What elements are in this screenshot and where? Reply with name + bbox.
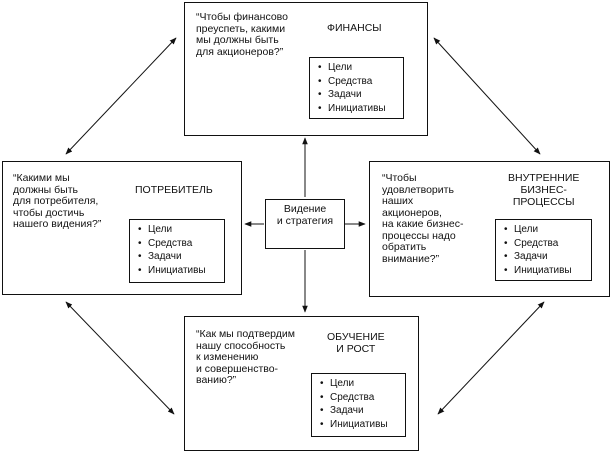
- list-item: Инициативы: [138, 264, 220, 278]
- list-item: Задачи: [318, 88, 399, 102]
- arrow-finance-internal: [433, 37, 541, 155]
- finance-box: “Чтобы финансово преуспеть, какими мы до…: [184, 2, 428, 136]
- list-item: Инициативы: [320, 418, 401, 432]
- list-item: Цели: [504, 223, 587, 237]
- arrow-finance-customer: [65, 37, 177, 155]
- list-item: Инициативы: [318, 102, 399, 116]
- list-item: Инициативы: [504, 264, 587, 278]
- list-item: Задачи: [320, 404, 401, 418]
- internal-processes-box: “Чтобы удовлетворить наших акционеров, н…: [369, 161, 610, 297]
- vision-strategy-box: Видение и стратегия: [265, 199, 345, 249]
- list-item: Средства: [318, 75, 399, 89]
- customer-box: “Какими мы должны быть для потребителя, …: [2, 161, 242, 295]
- list-item: Средства: [138, 237, 220, 251]
- learning-title: ОБУЧЕНИЕ И РОСТ: [327, 331, 385, 355]
- finance-question: “Чтобы финансово преуспеть, какими мы до…: [196, 11, 288, 58]
- finance-list: Цели Средства Задачи Инициативы: [309, 57, 404, 119]
- arrow-customer-learning: [65, 301, 175, 415]
- learning-question: “Как мы подтвердим нашу способность к из…: [196, 328, 295, 386]
- customer-question: “Какими мы должны быть для потребителя, …: [13, 172, 102, 230]
- list-item: Цели: [318, 61, 399, 75]
- learning-list: Цели Средства Задачи Инициативы: [311, 373, 406, 437]
- learning-growth-box: “Как мы подтвердим нашу способность к из…: [184, 316, 419, 451]
- list-item: Цели: [138, 223, 220, 237]
- customer-list: Цели Средства Задачи Инициативы: [129, 219, 225, 283]
- internal-question: “Чтобы удовлетворить наших акционеров, н…: [382, 172, 464, 265]
- finance-title: ФИНАНСЫ: [327, 22, 382, 34]
- list-item: Средства: [320, 391, 401, 405]
- list-item: Цели: [320, 377, 401, 391]
- list-item: Задачи: [138, 250, 220, 264]
- customer-title: ПОТРЕБИТЕЛЬ: [135, 184, 213, 196]
- arrow-internal-learning: [437, 301, 545, 415]
- list-item: Средства: [504, 237, 587, 251]
- internal-list: Цели Средства Задачи Инициативы: [495, 219, 592, 281]
- list-item: Задачи: [504, 250, 587, 264]
- internal-title: ВНУТРЕННИЕ БИЗНЕС- ПРОЦЕССЫ: [508, 172, 580, 208]
